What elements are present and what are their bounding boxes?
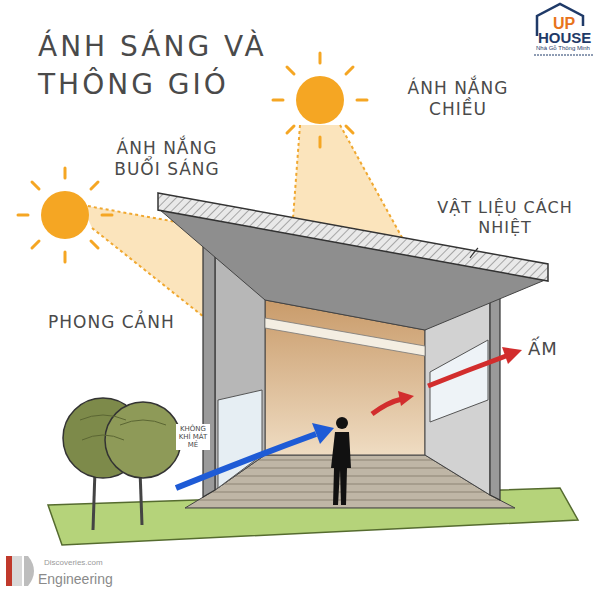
material-label: VẬT LIỆU CÁCH NHIỆT	[415, 198, 595, 238]
air-label: KHÔNG KHÍ MÁT MẺ	[176, 424, 210, 450]
watermark: Discoveries.com	[44, 558, 103, 568]
sun-label: ÁNH NẮNG BUỔI SÁNG	[92, 138, 242, 181]
sun-label: ÁNH NẮNG CHIỀU	[398, 78, 518, 121]
logo-text: Nhà Gỗ Thông Minh	[536, 45, 590, 53]
watermark: Engineering	[38, 571, 113, 589]
logo-text: HOUSE	[538, 29, 591, 48]
diagram-title: ÁNH SÁNG VÀ THÔNG GIÓ	[38, 28, 313, 104]
view-label: PHONG CẢNH	[48, 312, 175, 333]
air-label: ẤM	[528, 338, 558, 361]
